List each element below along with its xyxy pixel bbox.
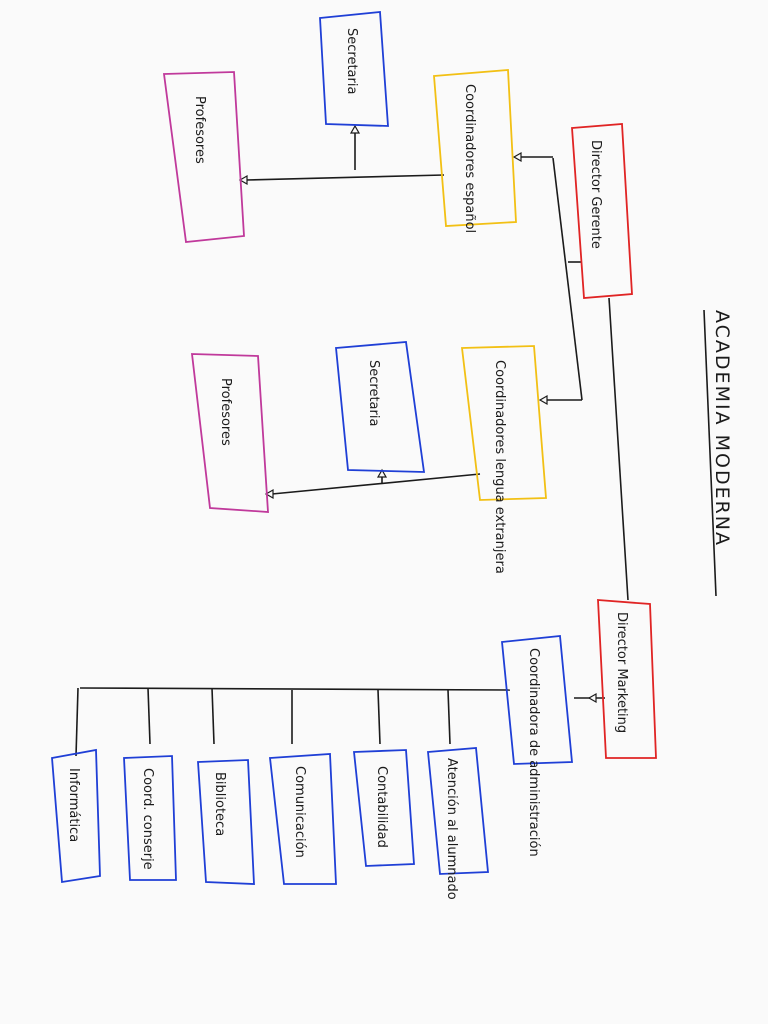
- node-label: Coordinadores español: [462, 84, 477, 233]
- node-box: [269, 753, 337, 885]
- diagram-title: ACADEMIA MODERNA: [711, 310, 733, 547]
- title-group: ACADEMIA MODERNA: [703, 309, 733, 597]
- node-box: [197, 759, 255, 885]
- drop-atencion-alumnado: [447, 689, 451, 745]
- drop-coord-conserje: [147, 687, 151, 745]
- node-label: Profesores: [218, 378, 233, 446]
- node-label: Coord. conserje: [140, 768, 155, 870]
- node-coord-conserje: Coord. conserje: [123, 755, 177, 881]
- node-atencion-alumnado: Atención al alumnado: [427, 747, 489, 900]
- title-underline: [703, 309, 717, 597]
- node-label: Profesores: [192, 96, 207, 164]
- node-box: [162, 71, 245, 243]
- node-label: Director Marketing: [614, 612, 629, 733]
- node-profesores-extranjera: Profesores: [190, 353, 269, 513]
- node-box: [319, 11, 389, 127]
- node-comunicacion: Comunicación: [269, 753, 337, 885]
- node-secretaria-espanol: Secretaria: [319, 11, 389, 127]
- node-box: [427, 747, 489, 875]
- node-box: [597, 599, 657, 759]
- node-label: Coordinadora de administración: [526, 648, 541, 857]
- node-box: [335, 341, 426, 473]
- connector-admin-bus: [79, 687, 511, 691]
- node-box: [460, 345, 547, 501]
- arrow-to-profesores-espanol: [238, 174, 248, 186]
- node-label: Director Gerente: [588, 140, 603, 249]
- node-informatica: Informática: [51, 748, 101, 884]
- connector-coord-extranjera-profesores: [271, 473, 481, 495]
- connector-gerente-marketing: [608, 297, 629, 601]
- node-director-gerente: Director Gerente: [571, 123, 633, 299]
- node-coord-espanol: Coordinadores español: [433, 69, 517, 233]
- node-box: [190, 353, 269, 513]
- node-coord-administracion: Coordinadora de administración: [501, 635, 573, 857]
- connectors: [75, 132, 629, 757]
- node-contabilidad: Contabilidad: [353, 749, 415, 867]
- node-box: [51, 748, 101, 884]
- arrowheads: [238, 124, 597, 704]
- node-biblioteca: Biblioteca: [197, 759, 255, 885]
- connector-gerente-branch: [552, 157, 583, 401]
- node-label: Coordinadores lengua extranjera: [492, 360, 507, 574]
- drop-biblioteca: [211, 687, 215, 745]
- node-box: [571, 123, 633, 299]
- node-box: [501, 635, 573, 765]
- node-box: [123, 755, 177, 881]
- arrow-to-secretaria-espanol: [349, 124, 361, 134]
- boxes: Director Gerente Director Marketing Coor…: [51, 11, 657, 900]
- node-label: Secretaria: [366, 360, 381, 426]
- node-coord-lengua-extranjera: Coordinadores lengua extranjera: [460, 345, 547, 574]
- node-director-marketing: Director Marketing: [597, 599, 657, 759]
- node-label: Informática: [66, 768, 81, 842]
- node-box: [433, 69, 517, 227]
- arrow-to-profesores-extranjera: [264, 488, 274, 500]
- node-secretaria-extranjera: Secretaria: [335, 341, 426, 473]
- node-label: Contabilidad: [374, 766, 389, 848]
- node-label: Comunicación: [292, 766, 307, 858]
- node-box: [353, 749, 415, 867]
- arrow-to-secretaria-extranjera: [376, 468, 388, 478]
- node-label: Secretaria: [344, 28, 359, 94]
- node-profesores-espanol: Profesores: [162, 71, 245, 243]
- arrow-to-coord-extranjera: [538, 394, 548, 406]
- drop-informatica: [75, 687, 79, 757]
- connector-coord-espanol-profesores: [245, 174, 445, 181]
- arrow-to-coord-admin: [587, 692, 597, 704]
- node-label: Biblioteca: [212, 772, 227, 836]
- node-label: Atención al alumnado: [444, 758, 459, 900]
- drop-contabilidad: [377, 689, 381, 745]
- arrow-to-coord-espanol: [512, 151, 522, 163]
